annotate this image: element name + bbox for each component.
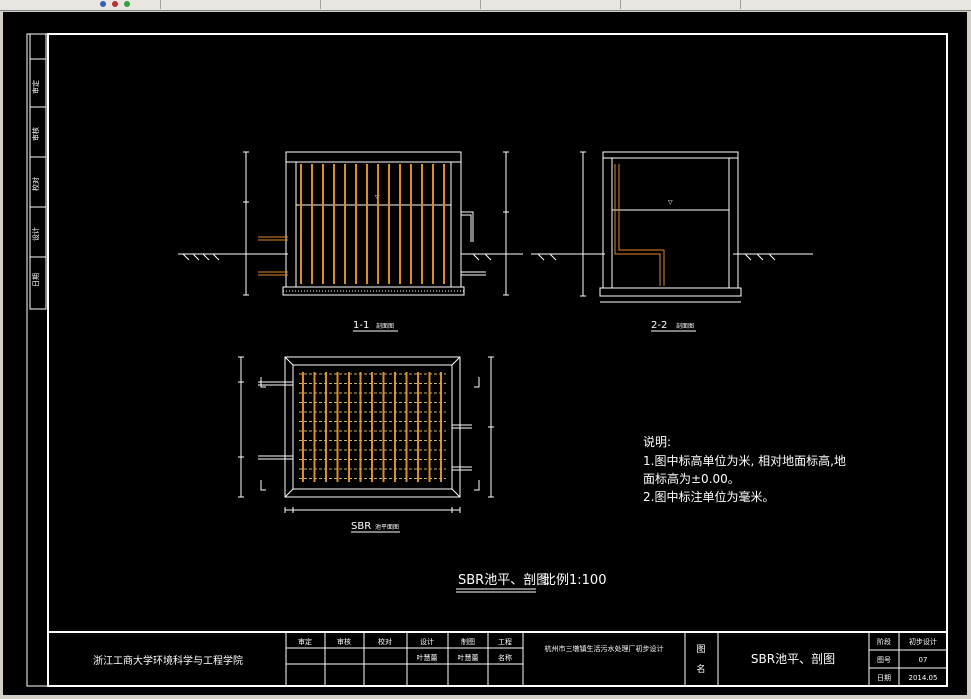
drafter-name: 叶慧蕾 — [458, 653, 479, 662]
title-block-cell: 设计 — [420, 637, 434, 646]
plan-view-drawing — [238, 356, 494, 513]
title-block-cell: 审定 — [298, 637, 312, 646]
title-block-cell: 审核 — [337, 637, 351, 646]
figure-label: 图 — [696, 644, 705, 655]
toolbar-separator — [160, 0, 165, 9]
plan-title: SBR — [351, 521, 371, 532]
strip-label: 审核 — [31, 127, 40, 141]
toolbar-separator — [620, 0, 625, 9]
outer-frame — [26, 33, 948, 687]
title-block-cell: 名称 — [498, 653, 512, 662]
section-2-2-title: 2-2 — [651, 320, 667, 331]
plan-view-rebar — [299, 372, 446, 482]
toolbar-separator — [480, 0, 485, 9]
notes-line: 面标高为±0.00。 — [643, 471, 740, 486]
title-block-cell: 工程 — [498, 637, 512, 646]
inner-frame — [47, 33, 948, 687]
water-level-mark: ▽ — [668, 199, 673, 206]
school-name: 浙江工商大学环境科学与工程学院 — [93, 654, 243, 667]
notes-block: 说明: 1.图中标高单位为米, 相对地面标高,地 面标高为±0.00。 2.图中… — [643, 434, 846, 504]
section-2-2-title-suffix: 剖面图 — [676, 322, 694, 330]
strip-label: 日期 — [32, 273, 40, 287]
title-block-cell: 校对 — [378, 637, 392, 646]
figure-name: SBR池平、剖图 — [751, 652, 835, 666]
toolbar-separator — [320, 0, 325, 9]
designer-name: 叶慧蕾 — [417, 653, 438, 662]
section-1-1-rebar — [300, 164, 445, 284]
meta-value: 07 — [919, 656, 928, 664]
notes-line: 1.图中标高单位为米, 相对地面标高,地 — [643, 453, 846, 468]
toolbar-icon[interactable] — [124, 1, 130, 7]
notes-line: 2.图中标注单位为毫米。 — [643, 489, 774, 504]
meta-key: 阶段 — [877, 637, 891, 646]
meta-value: 初步设计 — [909, 637, 937, 646]
section-2-2-drawing: ▽ — [531, 151, 813, 303]
strip-label: 设计 — [31, 227, 40, 241]
toolbar-separator — [740, 0, 745, 9]
strip-label: 校对 — [31, 177, 40, 191]
plan-title-suffix: 池平面图 — [375, 523, 399, 531]
left-signature-strip: 审定 审核 校对 设计 日期 — [29, 33, 47, 310]
meta-key: 图号 — [877, 656, 891, 664]
title-block — [47, 631, 948, 687]
section-1-1-title: 1-1 — [353, 320, 369, 331]
section-1-1-drawing: ▽ — [178, 151, 523, 296]
cad-drawing-canvas[interactable]: 审定 审核 校对 设计 日期 ▽ 1-1 剖面图 — [3, 12, 967, 695]
project-name: 杭州市三墩镇生活污水处理厂初步设计 — [545, 644, 664, 653]
meta-value: 2014.05 — [909, 674, 938, 682]
meta-key: 日期 — [877, 674, 891, 682]
main-title: SBR池平、剖图 — [458, 573, 549, 588]
figure-label: 名 — [696, 663, 705, 675]
strip-label: 审定 — [31, 80, 40, 94]
title-block-cell: 制图 — [461, 637, 475, 646]
window-toolbar — [0, 0, 971, 11]
section-1-1-title-suffix: 剖面图 — [376, 322, 394, 330]
toolbar-icon[interactable] — [112, 1, 118, 7]
drawing-svg: 审定 审核 校对 设计 日期 ▽ 1-1 剖面图 — [26, 33, 948, 687]
toolbar-icon[interactable] — [100, 1, 106, 7]
notes-heading: 说明: — [643, 434, 671, 449]
scale-label: 比例1:100 — [543, 573, 606, 588]
